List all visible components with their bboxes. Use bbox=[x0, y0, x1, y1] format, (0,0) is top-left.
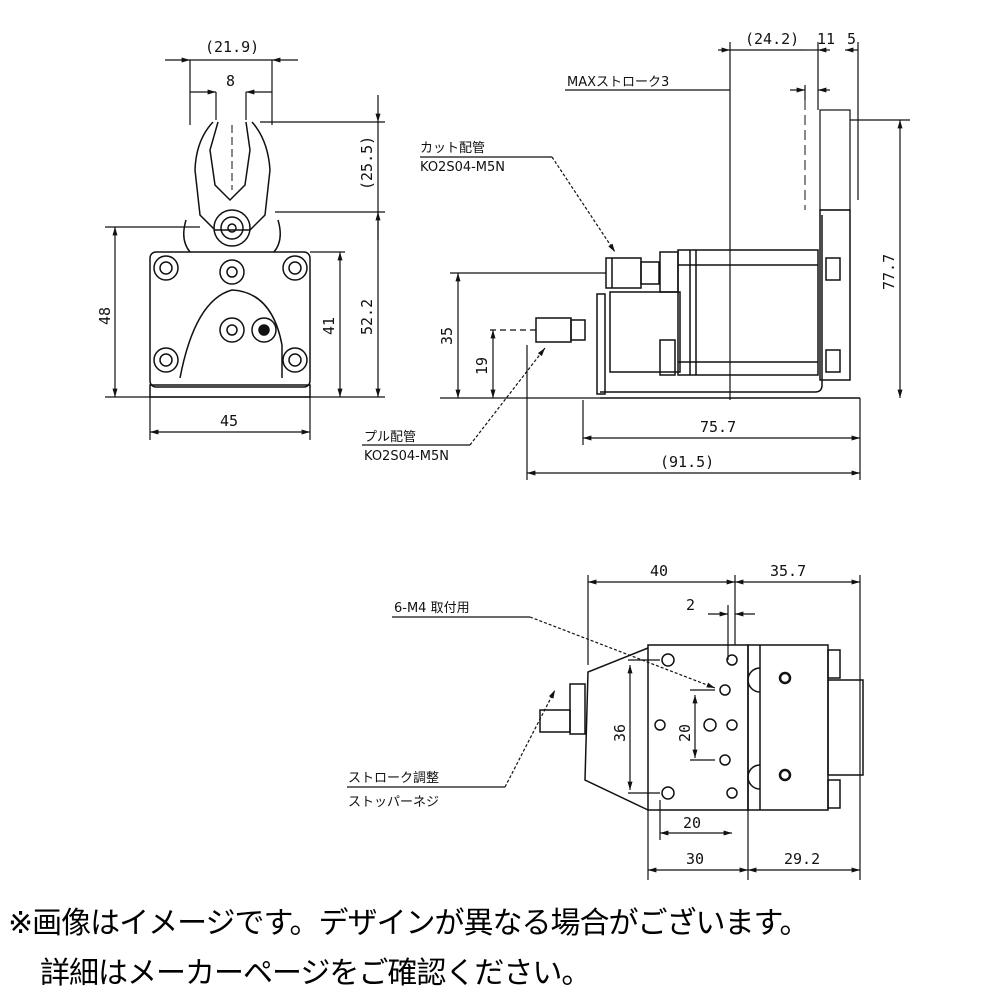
jaw-inner bbox=[209, 121, 251, 202]
front-view bbox=[149, 121, 311, 398]
pull-port-fitting bbox=[535, 317, 572, 343]
dim-finger-height: (25.5) bbox=[358, 136, 376, 190]
dim-length-75-7: 75.7 bbox=[700, 418, 736, 436]
stroke-adjust-label-1: ストローク調整 bbox=[348, 771, 439, 786]
cylinder-body bbox=[677, 249, 819, 376]
dim-top-offset: (24.2) bbox=[745, 30, 799, 48]
dim-top-5: 5 bbox=[847, 30, 856, 48]
dim-top-11: 11 bbox=[817, 30, 835, 48]
dim-bottom-30: 30 bbox=[686, 850, 704, 868]
dim-height-20: 20 bbox=[676, 724, 694, 742]
jaw-outline bbox=[194, 121, 271, 231]
dim-top-width: (21.9) bbox=[205, 38, 259, 56]
front-body bbox=[149, 251, 311, 388]
max-stroke-label: MAXストローク3 bbox=[567, 75, 669, 90]
top-view bbox=[539, 644, 864, 811]
dim-body-height: 48 bbox=[96, 307, 114, 325]
dim-width-20: 20 bbox=[683, 814, 701, 832]
pivot-pin bbox=[213, 209, 251, 247]
cut-port-title: カット配管 bbox=[420, 141, 485, 156]
dim-height-36: 36 bbox=[611, 724, 629, 742]
mount-plate bbox=[647, 644, 749, 811]
stroke-adjust-label-2: ストッパーネジ bbox=[348, 795, 439, 810]
dim-body-height-inner: 41 bbox=[320, 317, 338, 335]
dim-top-35-7: 35.7 bbox=[770, 562, 806, 580]
disclaimer-line-2: 詳細はメーカーページをご確認ください。 bbox=[40, 956, 591, 991]
side-view bbox=[535, 100, 860, 399]
dim-base-width: 45 bbox=[220, 412, 238, 430]
dim-length-91-5: (91.5) bbox=[660, 453, 714, 471]
dim-total-height: 52.2 bbox=[358, 299, 376, 335]
dim-height-19: 19 bbox=[473, 357, 491, 375]
technical-drawing: (21.9) 8 (25.5) 48 41 52.2 45 bbox=[96, 30, 910, 880]
dim-bottom-29-2: 29.2 bbox=[784, 850, 820, 868]
dim-top-40: 40 bbox=[650, 562, 668, 580]
dim-height-35: 35 bbox=[438, 327, 456, 345]
pull-port-part: KO2S04-M5N bbox=[364, 449, 449, 464]
dim-offset-2: 2 bbox=[686, 596, 695, 614]
disclaimer-line-1: ※画像はイメージです。デザインが異なる場合がございます。 bbox=[8, 906, 810, 941]
cut-port-part: KO2S04-M5N bbox=[420, 160, 505, 175]
dim-height-77-7: 77.7 bbox=[880, 254, 898, 290]
mount-holes-label: 6-M4 取付用 bbox=[394, 601, 470, 616]
pull-port-title: プル配管 bbox=[364, 430, 416, 445]
dim-finger-gap: 8 bbox=[226, 72, 235, 90]
